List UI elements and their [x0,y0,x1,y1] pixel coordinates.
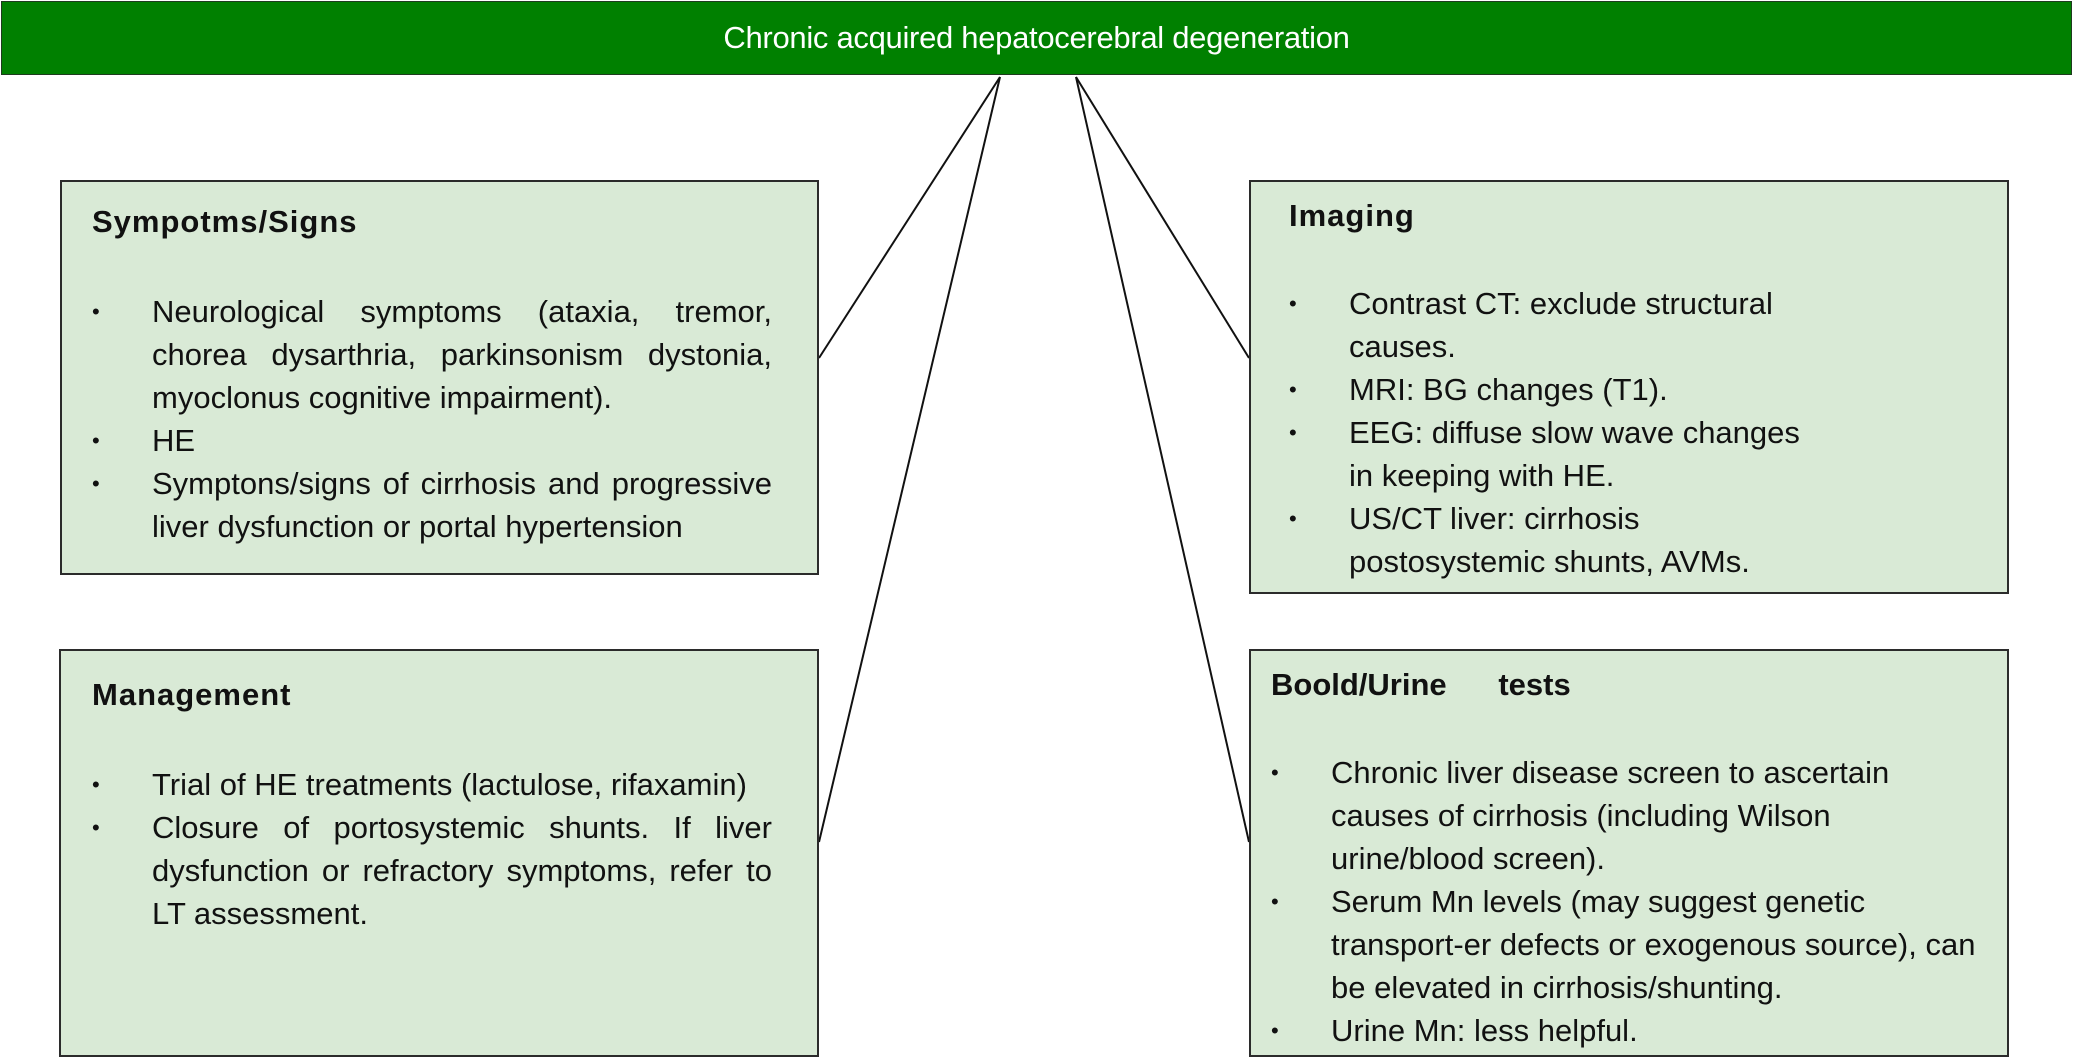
list-item: Contrast CT: exclude structural causes. [1289,282,1809,368]
list-item: Neurological symptoms (ataxia, tremor, c… [92,290,772,419]
list-item: Closure of portosystemic shunts. If live… [92,806,772,935]
list-item: Urine Mn: less helpful. [1271,1009,1991,1052]
imaging-box: Imaging Contrast CT: exclude structural … [1249,180,2009,594]
symptoms-signs-box: Sympotms/Signs Neurological symptoms (at… [60,180,819,575]
management-box: Management Trial of HE treatments (lactu… [59,649,819,1057]
list-item: Symptons/signs of cirrhosis and progress… [92,462,772,548]
blood-urine-tests-list: Chronic liver disease screen to ascertai… [1271,751,1991,1052]
blood-urine-tests-box: Boold/Urine tests Chronic liver disease … [1249,649,2009,1057]
list-item: Trial of HE treatments (lactulose, rifax… [92,763,772,806]
list-item: MRI: BG changes (T1). [1289,368,1809,411]
symptoms-signs-title: Sympotms/Signs [92,204,358,239]
list-item: Serum Mn levels (may suggest genetic tra… [1271,880,1991,1009]
connector-to-tests [1075,76,1250,843]
connector-to-symptoms [818,76,1001,359]
list-item: EEG: diffuse slow wave changes in keepin… [1289,411,1809,497]
management-list: Trial of HE treatments (lactulose, rifax… [92,763,772,935]
list-item: HE [92,419,772,462]
connector-to-imaging [1075,76,1250,359]
imaging-title: Imaging [1289,198,1415,233]
symptoms-signs-list: Neurological symptoms (ataxia, tremor, c… [92,290,772,548]
blood-urine-tests-title: Boold/Urine tests [1271,667,1571,702]
connector-to-management [818,76,1001,843]
management-title: Management [92,677,292,712]
diagram-title: Chronic acquired hepatocerebral degenera… [723,20,1350,55]
diagram-header: Chronic acquired hepatocerebral degenera… [1,1,2072,75]
list-item: Chronic liver disease screen to ascertai… [1271,751,1991,880]
imaging-list: Contrast CT: exclude structural causes. … [1289,282,1809,583]
list-item: US/CT liver: cirrhosis postosystemic shu… [1289,497,1809,583]
